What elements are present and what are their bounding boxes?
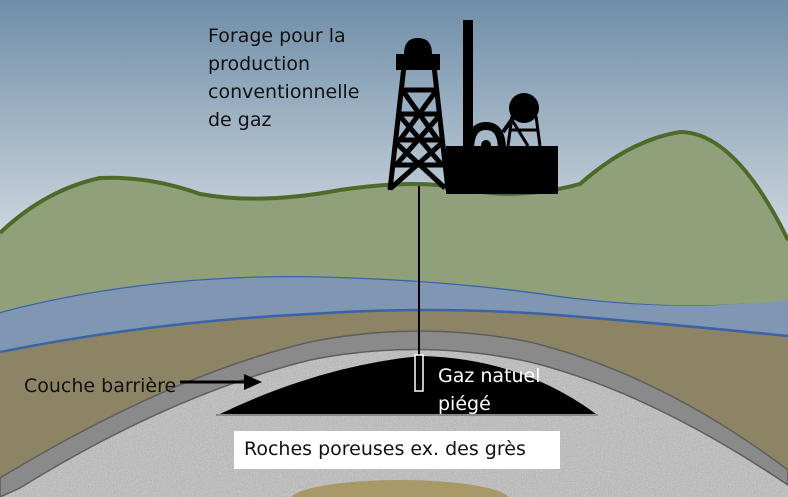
drilling-label-line-1: Forage pour la	[208, 25, 346, 47]
drilling-label-line-4: de gaz	[208, 109, 272, 131]
trapped-gas	[220, 356, 596, 414]
derrick-top	[396, 54, 440, 70]
derrick	[387, 65, 451, 191]
trapped-gas-label-line-2: piégé	[438, 393, 491, 415]
hills-outline	[0, 129, 788, 241]
drilling-label: Forage pour la production conventionnell…	[208, 22, 408, 134]
exhaust-stack	[463, 20, 473, 150]
pump-loop	[466, 121, 506, 151]
core-layer	[291, 480, 509, 497]
porous-rock-label: Roches poreuses ex. des grès	[234, 431, 560, 469]
production-building	[446, 146, 558, 194]
aquifer-bottom-line	[0, 308, 788, 354]
barrier-arrow-head	[244, 374, 262, 390]
pump-dot	[481, 140, 491, 150]
trapped-gas-label: Gaz natuel piégé	[438, 362, 578, 418]
aquifer-layer	[0, 275, 788, 352]
barrier-layer	[0, 330, 788, 497]
drilling-label-line-2: production	[208, 53, 311, 75]
well-bottom	[414, 354, 424, 392]
drilling-label-line-3: conventionnelle	[208, 81, 360, 103]
connector-pipe	[501, 116, 515, 134]
derrick-crown	[404, 38, 432, 54]
barrier-label: Couche barrière	[24, 375, 177, 397]
trapped-gas-label-line-1: Gaz natuel	[438, 365, 541, 387]
storage-sphere	[509, 93, 539, 123]
